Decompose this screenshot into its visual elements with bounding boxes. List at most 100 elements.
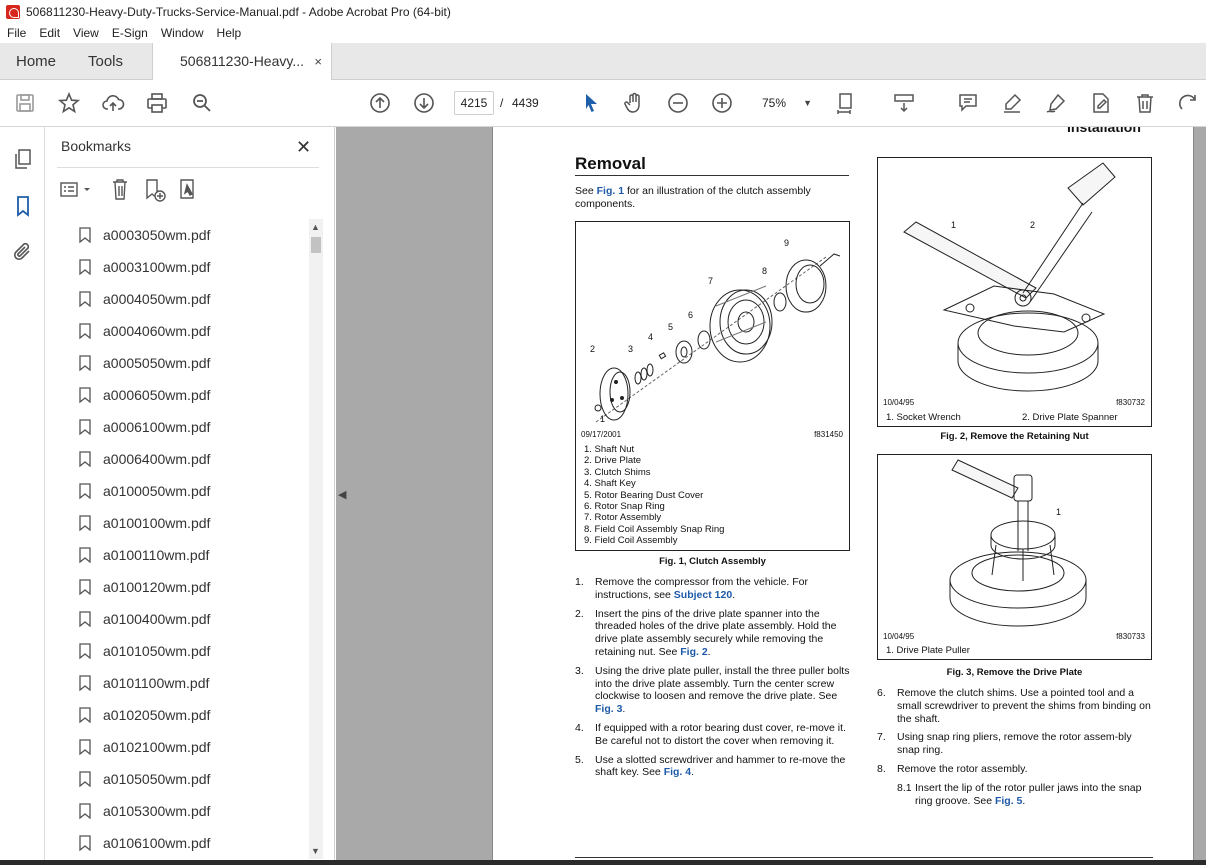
highlight-pen-icon[interactable] [1000, 91, 1024, 115]
bookmark-item[interactable]: a0003050wm.pdf [57, 219, 309, 251]
find-bookmark-icon[interactable] [180, 179, 194, 199]
menu-file[interactable]: File [7, 26, 27, 40]
bookmark-item[interactable]: a0100110wm.pdf [57, 539, 309, 571]
options-menu-icon[interactable] [60, 182, 90, 197]
bookmark-item[interactable]: a0003100wm.pdf [57, 251, 309, 283]
tab-document-label: 506811230-Heavy... [180, 53, 305, 69]
bookmark-item[interactable]: a0102050wm.pdf [57, 699, 309, 731]
upload-cloud-icon[interactable] [101, 91, 125, 115]
page-fit-icon[interactable] [835, 91, 859, 115]
callout-1: 1 [600, 414, 605, 424]
bookmark-item[interactable]: a0102100wm.pdf [57, 731, 309, 763]
sign-pen-icon[interactable] [1044, 91, 1068, 115]
save-icon[interactable] [13, 91, 37, 115]
edit-pdf-icon[interactable] [1089, 91, 1113, 115]
menu-help[interactable]: Help [216, 26, 242, 40]
page-thumbnails-icon[interactable] [11, 147, 35, 171]
bookmark-item[interactable]: a0106100wm.pdf [57, 827, 309, 859]
bookmark-label: a0004050wm.pdf [103, 291, 211, 307]
menu-edit[interactable]: Edit [39, 26, 61, 40]
menu-view[interactable]: View [73, 26, 99, 40]
close-panel-icon[interactable]: ✕ [296, 137, 312, 157]
legend-item: 4. Shaft Key [584, 478, 636, 490]
cross-reference-link[interactable]: Fig. 5 [994, 794, 1023, 807]
legend-item: 2. Drive Plate [584, 455, 642, 467]
heading-rule [575, 175, 849, 176]
attachments-icon[interactable] [11, 240, 35, 264]
menu-window[interactable]: Window [160, 26, 204, 40]
cross-reference-link[interactable]: Subject 120 [673, 588, 733, 601]
bookmarks-scrollbar[interactable]: ▲ ▼ [309, 219, 323, 859]
figure-2-caption: Fig. 2, Remove the Retaining Nut [940, 431, 1089, 442]
page-number-input[interactable]: 4215 [454, 91, 494, 115]
bookmark-item[interactable]: a0006050wm.pdf [57, 379, 309, 411]
legend-item: 5. Rotor Bearing Dust Cover [584, 489, 704, 501]
callout-2: 2 [590, 344, 595, 354]
close-tab-icon[interactable]: × [314, 54, 322, 69]
print-icon[interactable] [145, 91, 169, 115]
legend-item: 7. Rotor Assembly [584, 512, 662, 524]
scrollbar-thumb[interactable] [311, 237, 321, 253]
bookmark-icon [79, 291, 91, 307]
bookmark-icon [79, 707, 91, 723]
scroll-up-icon[interactable]: ▲ [311, 222, 320, 232]
bookmark-item[interactable]: a0105300wm.pdf [57, 795, 309, 827]
scroll-mode-icon[interactable] [892, 91, 916, 115]
star-icon[interactable] [57, 91, 81, 115]
puller-illustration: 1 [949, 459, 1087, 627]
bookmark-item[interactable]: a0101050wm.pdf [57, 635, 309, 667]
legend-item: 8. Field Coil Assembly Snap Ring [584, 523, 725, 535]
tab-tools[interactable]: Tools [88, 53, 124, 70]
delete-icon[interactable] [1133, 91, 1157, 115]
bookmark-item[interactable]: a0100400wm.pdf [57, 603, 309, 635]
menu-esign[interactable]: E-Sign [111, 26, 148, 40]
new-bookmark-icon[interactable] [146, 179, 166, 202]
cross-reference-link[interactable]: Fig. 4 [663, 766, 692, 779]
zoom-select[interactable]: 75% ▼ [752, 91, 812, 115]
bookmark-item[interactable]: a0005050wm.pdf [57, 347, 309, 379]
cross-reference-link[interactable]: Fig. 2 [680, 645, 708, 658]
figure-date: 09/17/2001 [581, 430, 622, 439]
collapse-panel-icon[interactable]: ◀ [338, 489, 347, 501]
clutch-assembly-illustration: 1 2 3 4 5 6 7 8 9 [590, 238, 841, 424]
step-number: 3. [575, 664, 584, 677]
fig1-link[interactable]: Fig. 1 [596, 185, 625, 197]
bookmark-item[interactable]: a0006400wm.pdf [57, 443, 309, 475]
bookmark-icon [79, 643, 91, 659]
step-text: Insert the lip of the rotor puller jaws … [915, 781, 1142, 807]
hand-tool-icon[interactable] [622, 91, 646, 115]
bookmark-item[interactable]: a0101100wm.pdf [57, 667, 309, 699]
bookmark-item[interactable]: a0006100wm.pdf [57, 411, 309, 443]
bookmark-item[interactable]: a0100120wm.pdf [57, 571, 309, 603]
bookmark-item[interactable]: a0004050wm.pdf [57, 283, 309, 315]
instruction-step: 7.Using snap ring pliers, remove the rot… [877, 731, 1153, 757]
bookmark-label: a0101050wm.pdf [103, 643, 211, 659]
delete-bookmark-icon[interactable] [113, 179, 127, 200]
instruction-step: 2.Insert the pins of the drive plate spa… [575, 608, 851, 659]
next-page-icon[interactable] [412, 91, 436, 115]
figure-date: 10/04/95 [883, 398, 915, 407]
bookmark-item[interactable]: a0004060wm.pdf [57, 315, 309, 347]
comment-icon[interactable] [956, 91, 980, 115]
bookmark-item[interactable]: a0100050wm.pdf [57, 475, 309, 507]
select-cursor-icon[interactable] [579, 91, 603, 115]
callout-3: 3 [628, 344, 633, 354]
tab-document[interactable]: 506811230-Heavy... × [152, 43, 332, 81]
bookmark-item[interactable]: a0100100wm.pdf [57, 507, 309, 539]
tab-home[interactable]: Home [16, 53, 57, 70]
step-number: 2. [575, 607, 584, 620]
callout-2: 2 [1030, 220, 1035, 230]
figure-2: 1 2 10/04/95 f830732 1. Socket Wrench 2.… [877, 157, 1152, 427]
scroll-down-icon[interactable]: ▼ [311, 846, 320, 856]
rotate-icon[interactable] [1176, 91, 1200, 115]
bookmark-item[interactable]: a0105050wm.pdf [57, 763, 309, 795]
step-number: 5. [575, 753, 584, 766]
bookmarks-icon[interactable] [11, 194, 35, 218]
previous-page-icon[interactable] [368, 91, 392, 115]
legend-item: 2. Drive Plate Spanner [1022, 412, 1118, 423]
zoom-in-icon[interactable] [710, 91, 734, 115]
zoom-out-icon[interactable] [666, 91, 690, 115]
cross-reference-link[interactable]: Fig. 3 [595, 703, 623, 716]
zoom-search-icon[interactable] [190, 91, 214, 115]
page-header: Installation [1067, 127, 1141, 135]
